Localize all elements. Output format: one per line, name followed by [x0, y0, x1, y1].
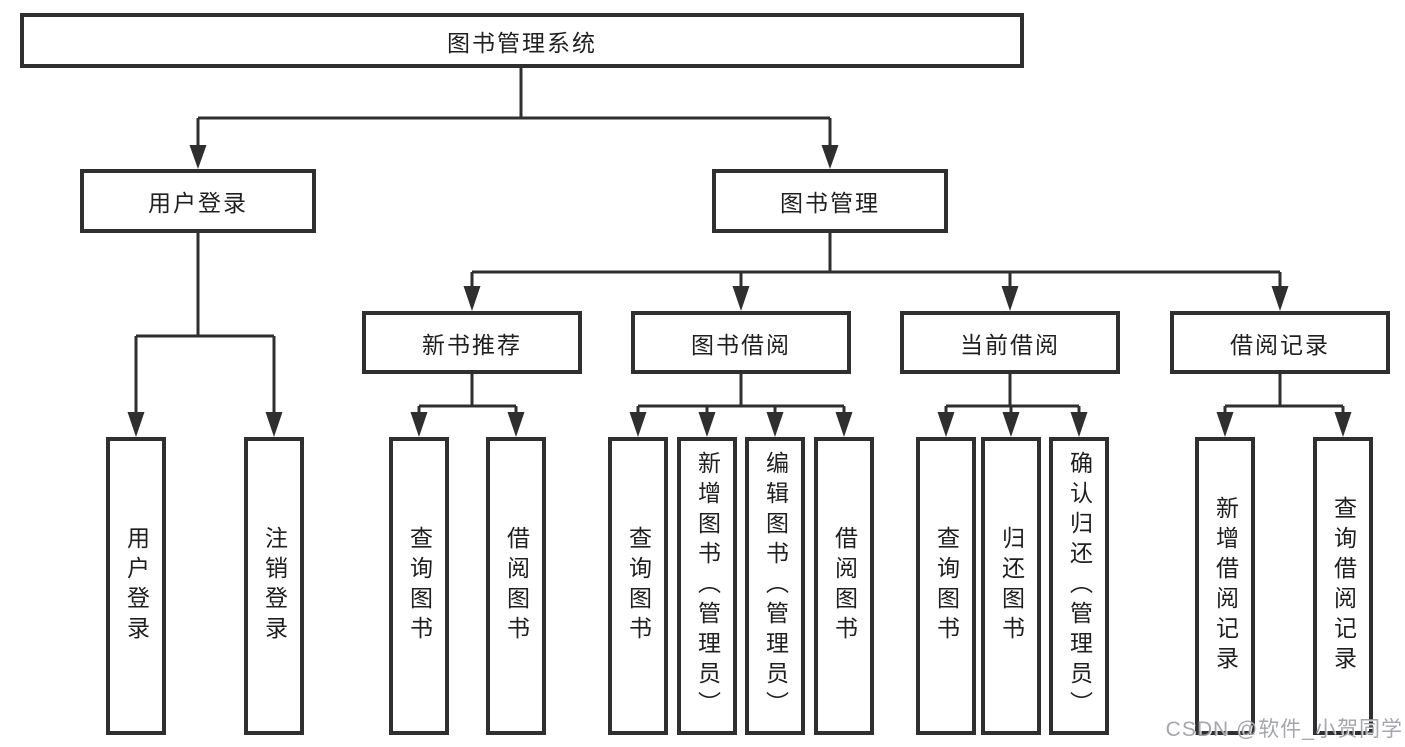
leaf-add-borrow-record: 新增借阅记录	[1195, 437, 1255, 735]
leaf-borrow-books-recommend: 借阅图书	[486, 437, 546, 735]
node-new-book-recommendation: 新书推荐	[362, 311, 582, 374]
leaf-logout-label: 注销登录	[261, 526, 288, 646]
leaf-user-login-label: 用户登录	[123, 526, 150, 646]
leaf-query-borrow-record-label: 查询借阅记录	[1330, 496, 1357, 676]
leaf-borrow-books-recommend-label: 借阅图书	[503, 526, 530, 646]
leaf-query-borrow-record: 查询借阅记录	[1313, 437, 1373, 735]
leaf-query-books-recommend: 查询图书	[389, 437, 449, 735]
leaf-edit-book-admin: 编辑图书（管理员）	[745, 437, 805, 735]
node-borrowing-records-label: 借阅记录	[1230, 331, 1330, 358]
leaf-return-book: 归还图书	[981, 437, 1041, 735]
leaf-confirm-return-admin: 确认归还（管理员）	[1049, 437, 1109, 735]
node-borrowing-records: 借阅记录	[1170, 311, 1390, 374]
node-book-borrowing-label: 图书借阅	[691, 331, 791, 358]
node-user-login: 用户登录	[80, 169, 316, 233]
edge-level2-to-leaves	[417, 374, 1345, 415]
node-root-label: 图书管理系统	[447, 29, 597, 56]
node-root: 图书管理系统	[20, 13, 1024, 68]
leaf-confirm-return-admin-label: 确认归还（管理员）	[1066, 451, 1093, 721]
node-current-borrowing: 当前借阅	[900, 311, 1120, 374]
leaf-add-book-admin-label: 新增图书（管理员）	[694, 451, 721, 721]
node-current-borrowing-label: 当前借阅	[960, 331, 1060, 358]
leaf-query-books-borrowing-label: 查询图书	[625, 526, 652, 646]
leaf-logout: 注销登录	[244, 437, 304, 735]
node-book-management-label: 图书管理	[780, 190, 880, 216]
arrowheads	[127, 145, 1352, 437]
node-book-borrowing: 图书借阅	[631, 311, 851, 374]
edge-user-login-to-leaves	[134, 233, 276, 415]
leaf-borrow-books-borrowing-label: 借阅图书	[831, 526, 858, 646]
leaf-add-book-admin: 新增图书（管理员）	[677, 437, 737, 735]
leaf-query-books-current: 查询图书	[916, 437, 976, 735]
leaf-return-book-label: 归还图书	[998, 526, 1025, 646]
csdn-watermark: CSDN @软件_小贺同学	[1165, 718, 1403, 741]
node-new-book-recommendation-label: 新书推荐	[422, 331, 522, 358]
edge-book-management-to-level2	[470, 233, 1282, 289]
leaf-query-books-current-label: 查询图书	[933, 526, 960, 646]
node-user-login-label: 用户登录	[148, 190, 248, 216]
leaf-query-books-recommend-label: 查询图书	[406, 526, 433, 646]
leaf-edit-book-admin-label: 编辑图书（管理员）	[762, 451, 789, 721]
edge-root-to-level1	[196, 68, 832, 147]
leaf-query-books-borrowing: 查询图书	[608, 437, 668, 735]
leaf-add-borrow-record-label: 新增借阅记录	[1212, 496, 1239, 676]
node-book-management: 图书管理	[712, 169, 948, 233]
leaf-borrow-books-borrowing: 借阅图书	[814, 437, 874, 735]
leaf-user-login: 用户登录	[106, 437, 166, 735]
